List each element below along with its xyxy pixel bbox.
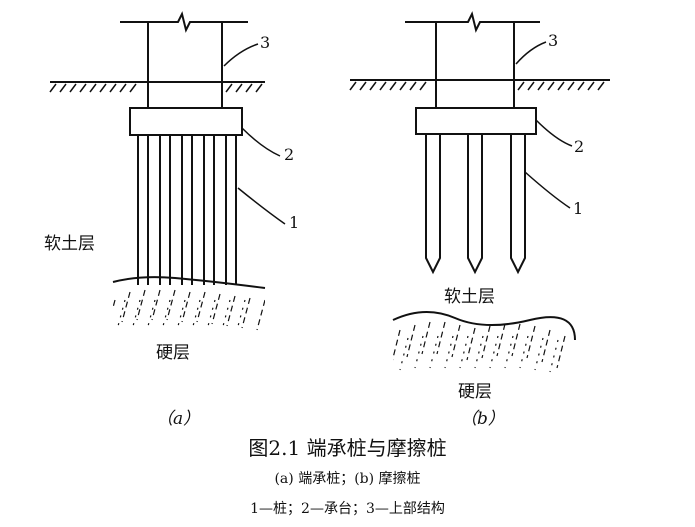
subfigure-label-b: （b） bbox=[460, 409, 505, 429]
subfigure-label-a: （a） bbox=[156, 409, 200, 429]
hard-layer-label-b: 硬层 bbox=[458, 382, 492, 402]
ground-hatch-a bbox=[49, 83, 263, 93]
piles-b bbox=[425, 134, 526, 275]
figure-title: 图2.1 端承桩与摩擦桩 bbox=[248, 436, 447, 460]
superstructure-a bbox=[120, 11, 248, 108]
hard-layer-b bbox=[392, 310, 576, 341]
leader-2-b bbox=[535, 119, 573, 147]
leader-3-a bbox=[223, 43, 259, 67]
callout-3-b: 3 bbox=[548, 31, 558, 50]
figure-legend-line-1: (a) 端承桩；(b) 摩擦桩 bbox=[274, 471, 421, 487]
panel-a bbox=[49, 11, 286, 331]
leader-1-b bbox=[524, 171, 571, 209]
pile-foundation-diagram: 3 2 1 软土层 硬层 （a） 3 2 1 软土层 硬层 bbox=[44, 11, 610, 429]
pile-cap-b bbox=[415, 107, 537, 135]
piles-a bbox=[137, 135, 237, 285]
pile-cap-a bbox=[129, 107, 243, 136]
panel-b bbox=[349, 11, 610, 373]
callout-1-b: 1 bbox=[573, 199, 583, 218]
callout-2-b: 2 bbox=[574, 137, 584, 156]
hard-layer-hatch-a bbox=[113, 289, 265, 331]
soft-layer-label-a: 软土层 bbox=[44, 234, 95, 254]
leader-1-a bbox=[237, 187, 286, 225]
hard-layer-label-a: 硬层 bbox=[156, 343, 190, 363]
figure-legend-line-2: 1—桩；2—承台；3—上部结构 bbox=[250, 501, 445, 517]
ground-hatch-b bbox=[349, 81, 605, 91]
leader-3-b bbox=[515, 41, 547, 65]
leader-2-a bbox=[241, 127, 281, 157]
callout-3-a: 3 bbox=[260, 33, 270, 52]
callout-1-a: 1 bbox=[289, 213, 299, 232]
hard-layer-a bbox=[112, 276, 266, 289]
hard-layer-hatch-b bbox=[393, 321, 566, 373]
soft-layer-label-b: 软土层 bbox=[444, 287, 495, 307]
superstructure-b bbox=[405, 11, 540, 108]
callout-2-a: 2 bbox=[284, 145, 294, 164]
